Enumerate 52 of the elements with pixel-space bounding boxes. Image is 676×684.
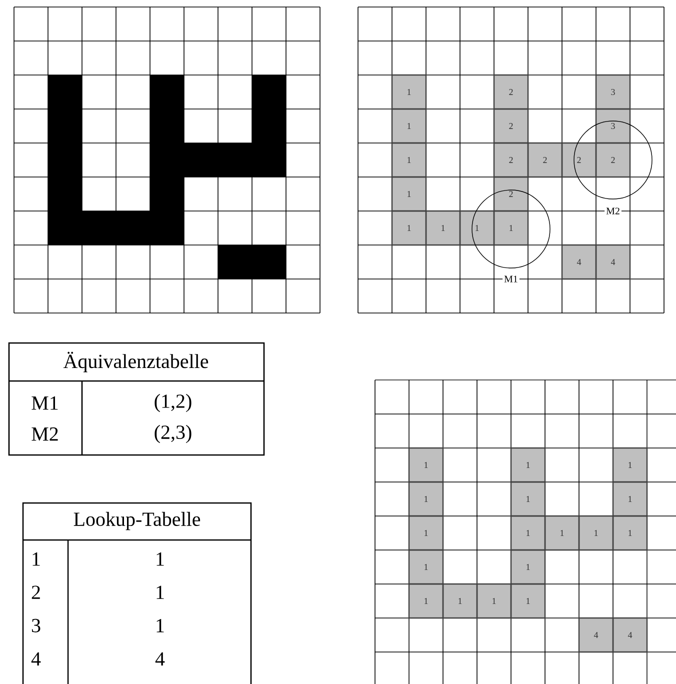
cell-number: 2 xyxy=(577,157,581,163)
table-cell: 1 xyxy=(32,552,40,566)
cell-number: 1 xyxy=(424,496,428,502)
table-cell: 4 xyxy=(155,652,165,666)
table-cell: 1 xyxy=(156,586,164,599)
table-cell: 1 xyxy=(156,552,164,566)
table-cell: (2,3) xyxy=(154,424,192,444)
cell-number: 1 xyxy=(408,89,411,95)
cell-number: 1 xyxy=(424,598,428,604)
cell-number: 1 xyxy=(628,462,632,468)
cell-number: 4 xyxy=(610,259,616,265)
table-cell: 4 xyxy=(31,652,41,666)
cell-number: 1 xyxy=(510,225,513,231)
cell-number: 2 xyxy=(611,157,615,163)
cell-number: 1 xyxy=(408,123,411,129)
cell-number: 1 xyxy=(628,496,632,502)
cell-number: 3 xyxy=(611,88,615,96)
cell-number: 4 xyxy=(594,632,598,638)
cell-number: 4 xyxy=(576,259,582,265)
cell-number: 1 xyxy=(408,225,411,231)
table-cell: 1 xyxy=(156,619,164,632)
cell-number: 1 xyxy=(594,530,598,536)
cell-number: 1 xyxy=(628,530,632,536)
cell-number: 1 xyxy=(424,530,428,536)
cell-number: 2 xyxy=(509,123,513,129)
cell-number: 1 xyxy=(526,530,530,536)
table-header: Äquivalenztabelle xyxy=(63,352,208,372)
cell-number: 1 xyxy=(526,564,530,570)
table-cell: (1,2) xyxy=(154,394,192,412)
cell-number: 1 xyxy=(560,530,564,536)
table-cell: 3 xyxy=(32,618,40,632)
cell-number: 1 xyxy=(526,598,530,604)
cell-number: 1 xyxy=(476,225,479,231)
cell-number: 3 xyxy=(611,122,615,130)
cell-number: 2 xyxy=(543,157,547,163)
table-cell: M2 xyxy=(32,427,58,441)
cell-number: 1 xyxy=(442,225,445,231)
cell-number: 4 xyxy=(628,632,632,638)
cell-number: 2 xyxy=(509,89,513,95)
cell-number: 1 xyxy=(492,598,496,604)
cell-number: 1 xyxy=(526,496,530,502)
cell-number: 1 xyxy=(408,157,411,163)
cell-number: 1 xyxy=(424,564,428,570)
cell-number: 1 xyxy=(408,191,411,197)
cell-number: 2 xyxy=(509,157,513,163)
table-header: Lookup-Tabelle xyxy=(74,512,200,530)
table-cell: 2 xyxy=(32,586,40,599)
table-cell: M1 xyxy=(32,396,58,410)
cell-number: 1 xyxy=(424,462,428,468)
cell-number: 1 xyxy=(526,462,530,468)
cell-number: 2 xyxy=(509,191,513,197)
cell-number: 1 xyxy=(458,598,462,604)
